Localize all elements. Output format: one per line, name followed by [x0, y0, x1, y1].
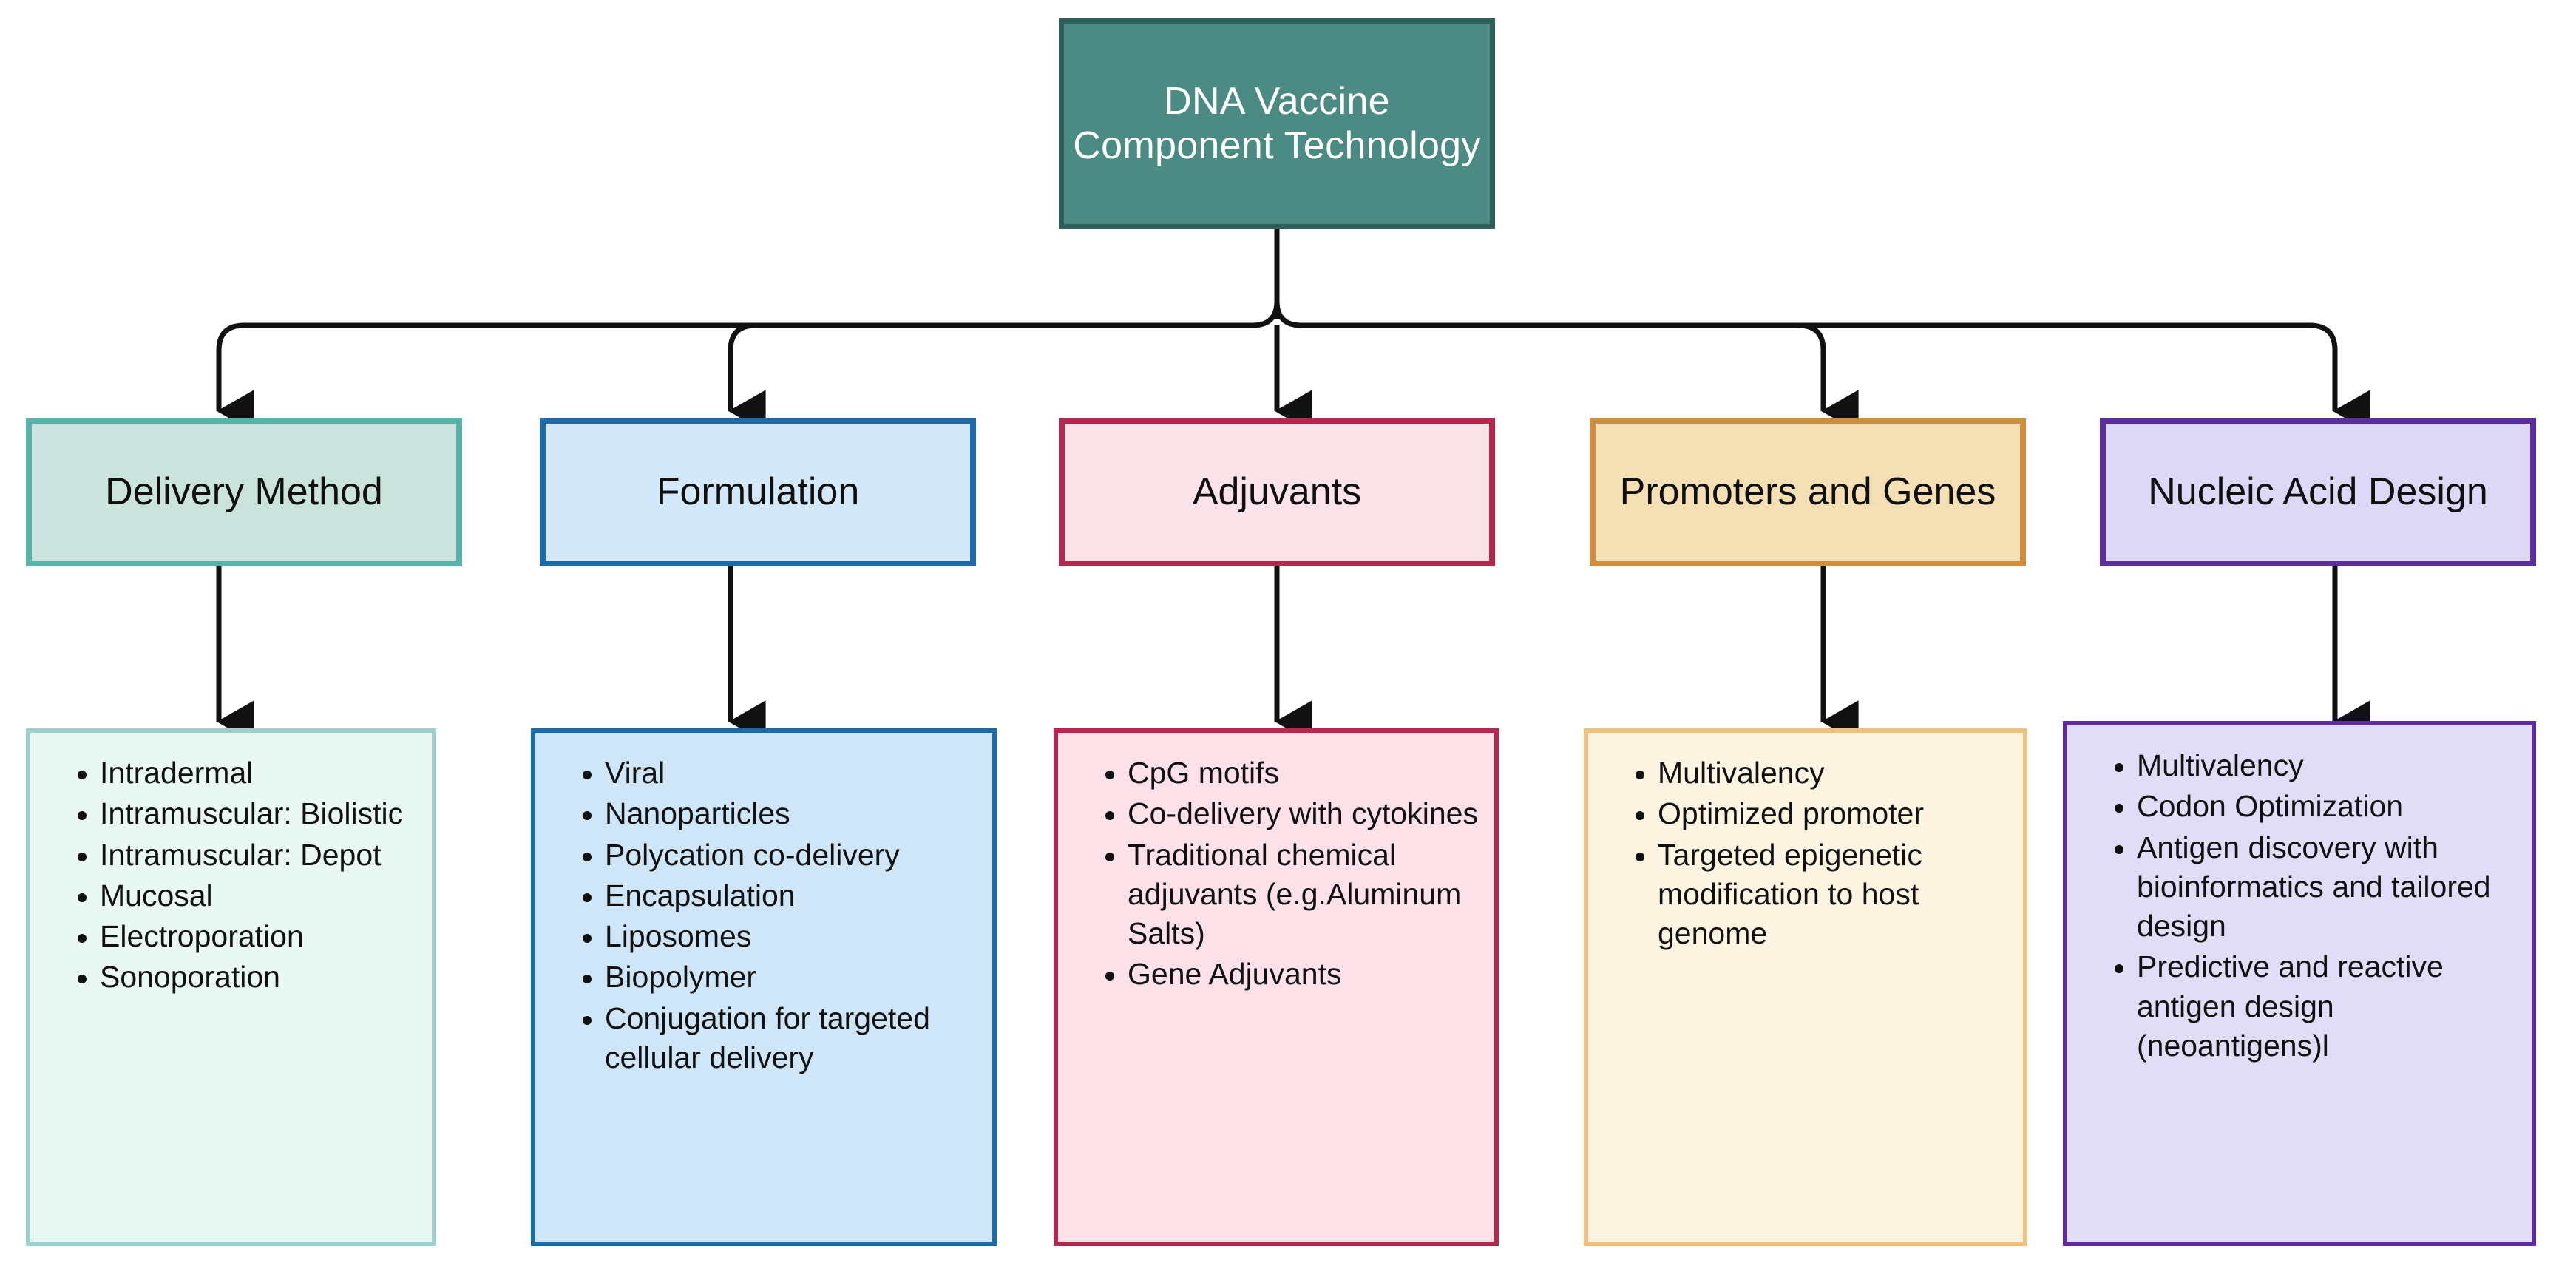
- list-item: Antigen discovery with bioinformatics an…: [2137, 828, 2515, 947]
- connector-to-delivery-method: [216, 322, 254, 433]
- connector-to-nucleic-acid-design: [2309, 322, 2370, 433]
- list-item: Sonoporation: [100, 958, 403, 997]
- list-item: Encapsulation: [605, 876, 976, 915]
- list-item: Predictive and reactive antigen design (…: [2137, 947, 2515, 1066]
- connector-fillet-left: [1252, 300, 1280, 328]
- detail-panel-delivery-method[interactable]: IntradermalIntramuscular: BiolisticIntra…: [26, 728, 436, 1246]
- root-node-dna-vaccine-component-technology[interactable]: DNA Vaccine Component Technology: [1059, 18, 1495, 229]
- category-label-formulation: Formulation: [656, 470, 860, 513]
- list-item: Gene Adjuvants: [1128, 955, 1478, 994]
- list-item: Conjugation for targeted cellular delive…: [605, 999, 976, 1078]
- category-node-nucleic-acid-design[interactable]: Nucleic Acid Design: [2100, 418, 2536, 566]
- list-item: Intramuscular: Biolistic: [100, 794, 403, 833]
- list-item: Optimized promoter: [1658, 794, 2007, 833]
- connector-to-formulation: [728, 322, 766, 433]
- root-node-label: DNA Vaccine Component Technology: [1073, 80, 1481, 167]
- list-item: Viral: [605, 754, 976, 793]
- detail-panel-nucleic-acid-design[interactable]: MultivalencyCodon OptimizationAntigen di…: [2063, 721, 2536, 1246]
- category-label-delivery-method: Delivery Method: [105, 470, 383, 513]
- list-item: Nanoparticles: [605, 794, 976, 833]
- list-item: Mucosal: [100, 876, 403, 915]
- detail-list-delivery-method: IntradermalIntramuscular: BiolisticIntra…: [47, 754, 403, 999]
- list-item: Targeted epigenetic modification to host…: [1658, 836, 2007, 954]
- list-item: Traditional chemical adjuvants (e.g.Alum…: [1128, 836, 1478, 954]
- connector-fillet-right: [1274, 300, 1302, 328]
- detail-list-nucleic-acid-design: MultivalencyCodon OptimizationAntigen di…: [2084, 746, 2515, 1067]
- list-item: Multivalency: [2137, 746, 2515, 785]
- detail-list-promoters-and-genes: MultivalencyOptimized promoterTargeted e…: [1604, 754, 2007, 955]
- category-node-delivery-method[interactable]: Delivery Method: [26, 418, 462, 566]
- category-node-formulation[interactable]: Formulation: [540, 418, 976, 566]
- list-item: Polycation co-delivery: [605, 836, 976, 875]
- list-item: Multivalency: [1658, 754, 2007, 793]
- list-item: Liposomes: [605, 917, 976, 956]
- connector-to-promoters-and-genes: [1797, 322, 1859, 433]
- category-node-adjuvants[interactable]: Adjuvants: [1059, 418, 1495, 566]
- list-item: Co-delivery with cytokines: [1128, 794, 1478, 833]
- list-item: Intradermal: [100, 754, 403, 793]
- detail-list-formulation: ViralNanoparticlesPolycation co-delivery…: [552, 754, 976, 1079]
- category-label-adjuvants: Adjuvants: [1192, 470, 1362, 513]
- detail-panel-adjuvants[interactable]: CpG motifsCo-delivery with cytokinesTrad…: [1054, 728, 1499, 1246]
- detail-list-adjuvants: CpG motifsCo-delivery with cytokinesTrad…: [1074, 754, 1478, 996]
- list-item: Intramuscular: Depot: [100, 836, 403, 875]
- list-item: Electroporation: [100, 917, 403, 956]
- category-node-promoters-and-genes[interactable]: Promoters and Genes: [1590, 418, 2026, 566]
- category-label-promoters-and-genes: Promoters and Genes: [1619, 470, 1996, 513]
- detail-panel-promoters-and-genes[interactable]: MultivalencyOptimized promoterTargeted e…: [1584, 728, 2027, 1246]
- list-item: Codon Optimization: [2137, 787, 2515, 826]
- category-label-nucleic-acid-design: Nucleic Acid Design: [2148, 470, 2488, 513]
- list-item: CpG motifs: [1128, 754, 1478, 793]
- detail-panel-formulation[interactable]: ViralNanoparticlesPolycation co-delivery…: [531, 728, 997, 1246]
- list-item: Biopolymer: [605, 958, 976, 997]
